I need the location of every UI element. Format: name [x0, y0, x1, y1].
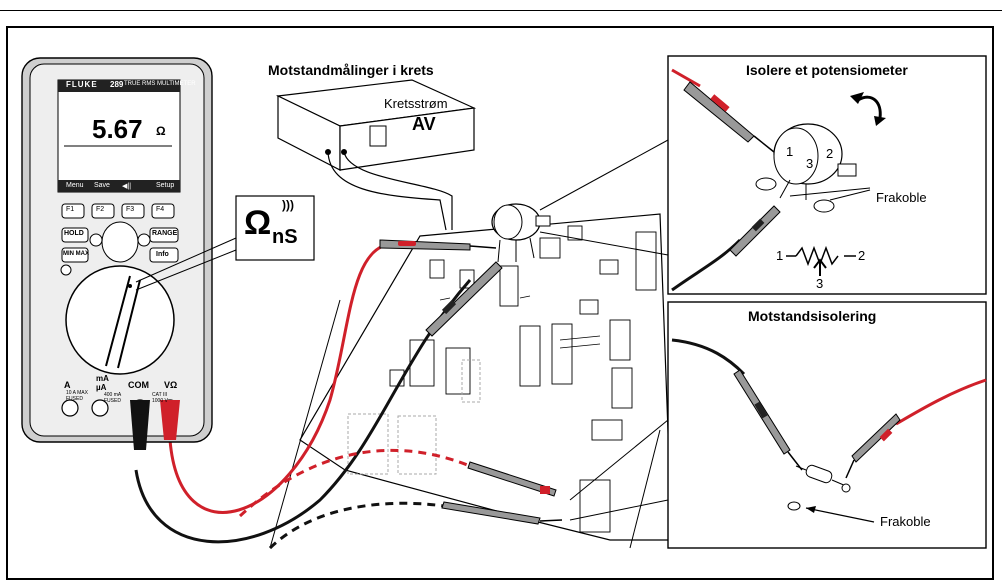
jack-com-label: COM	[128, 380, 149, 390]
power-label: Kretsstrøm	[384, 96, 448, 111]
inset-resistor-frame	[667, 301, 987, 549]
black-test-lead	[134, 279, 472, 544]
black-lead-dashed	[268, 501, 445, 550]
multimeter	[21, 57, 213, 450]
softkey-setup: Setup	[156, 182, 175, 189]
minmax-button: MIN MAX	[63, 251, 89, 257]
callout-ns-unit: nS	[272, 226, 298, 248]
cat-rating: CAT III 1000 V	[152, 392, 168, 404]
figure-frame	[6, 26, 994, 580]
board-potentiometer	[491, 203, 551, 263]
softkey-menu: Menu	[66, 182, 84, 189]
inset-pot-title: Isolere et potensiometer	[746, 62, 908, 78]
fkey-2: F2	[96, 206, 105, 213]
meter-model: 289	[110, 80, 124, 89]
fkey-4: F4	[156, 206, 165, 213]
fuse-ma-label: 400 mA FUSED	[104, 392, 122, 404]
resistor-inset-drawing	[671, 338, 987, 523]
schematic-right-pin: 2	[858, 248, 866, 263]
schematic-wiper-pin: 3	[816, 276, 824, 291]
callout-ohm-symbol: Ω	[244, 204, 272, 242]
fkey-3: F3	[126, 206, 135, 213]
meter-reading: 5.67	[92, 114, 143, 144]
inset-callouts	[539, 139, 669, 521]
header-rule	[0, 10, 1002, 11]
probe-black-board	[425, 261, 503, 337]
softkey-playback: ◀||	[122, 183, 132, 190]
meter-model-desc: TRUE RMS MULTIMETER	[124, 81, 196, 87]
resistor-disconnect-label: Frakoble	[880, 514, 931, 529]
pot-pin-3: 3	[806, 156, 814, 171]
schematic-left-pin: 1	[776, 248, 784, 263]
jack-a-label: A	[64, 380, 71, 390]
dial-callout	[135, 195, 315, 291]
circuit-board	[269, 213, 673, 549]
fuse-a-label: 10 A MAX FUSED	[66, 390, 88, 402]
power-supply-box	[275, 79, 477, 231]
power-state: AV	[412, 114, 436, 134]
hold-button: HOLD	[64, 230, 84, 237]
jack-ma-label: mA µA	[96, 374, 109, 392]
pot-inset-drawing	[671, 68, 886, 292]
probe-black-dashed	[441, 501, 563, 525]
red-lead-dashed	[238, 448, 471, 518]
inset-resistor-title: Motstandsisolering	[748, 308, 877, 324]
pot-pin-1: 1	[786, 144, 794, 159]
info-button: Info	[156, 251, 169, 258]
jack-v-label: VΩ	[164, 380, 178, 390]
range-button: RANGE	[152, 230, 178, 237]
probe-red-board	[379, 239, 497, 251]
figure-title: Motstandmålinger i krets	[268, 62, 434, 78]
sound-icon: )))	[282, 198, 294, 212]
meter-unit: Ω	[156, 124, 166, 138]
probe-red-dashed	[467, 461, 557, 497]
pot-disconnect-label: Frakoble	[876, 190, 927, 205]
softkey-save: Save	[94, 182, 110, 189]
pot-pin-2: 2	[826, 146, 834, 161]
red-test-lead	[168, 242, 391, 514]
meter-brand: FLUKE	[66, 80, 98, 89]
fkey-1: F1	[66, 206, 75, 213]
